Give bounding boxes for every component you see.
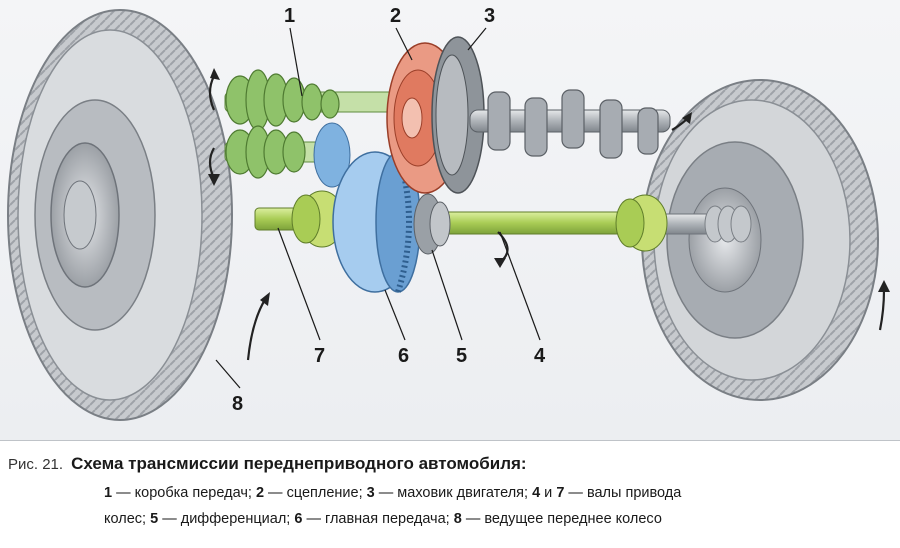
legend-key: 8 — [453, 511, 462, 527]
caption-title-line: Рис. 21. Схема трансмиссии переднеприводн… — [8, 454, 527, 474]
label-7: 7 — [314, 345, 325, 367]
legend-text: — дифференциал; — [158, 511, 295, 527]
legend-key: 2 — [255, 485, 265, 501]
legend-key: 4 — [532, 485, 541, 501]
legend-text: — коробка передач; — [112, 485, 256, 501]
label-5: 5 — [456, 345, 467, 367]
legend-key: 5 — [150, 511, 159, 527]
figure-number: Рис. 21. — [8, 456, 64, 473]
label-2: 2 — [390, 5, 401, 27]
label-6: 6 — [398, 345, 409, 367]
label-1: 1 — [284, 5, 295, 27]
legend-key: 6 — [294, 511, 303, 527]
left-wheel — [7, 9, 233, 421]
legend-text: колес; — [104, 511, 151, 527]
figure-caption: Рис. 21. Схема трансмиссии переднеприводн… — [0, 440, 900, 548]
caption-legend-line-2: колес; 5 — дифференциал; 6 — главная пер… — [104, 511, 662, 527]
diagram-svg: 1 2 3 4 5 6 7 8 — [7, 5, 890, 421]
transmission-diagram: 1 2 3 4 5 6 7 8 — [0, 0, 900, 440]
label-8: 8 — [232, 393, 243, 415]
legend-key: 7 — [556, 485, 565, 501]
legend-text: — сцепление; — [264, 485, 367, 501]
right-wheel — [641, 79, 879, 401]
label-4: 4 — [534, 345, 546, 367]
drive-shafts — [254, 190, 752, 252]
caption-legend-line-1: 1 — коробка передач; 2 — сцепление; 3 — … — [104, 485, 681, 501]
crankshaft — [469, 89, 671, 159]
label-3: 3 — [484, 5, 495, 27]
legend-text: — маховик двигателя; — [374, 485, 533, 501]
legend-key: 1 — [104, 485, 113, 501]
legend-text: — ведущее переднее колесо — [461, 511, 662, 527]
legend-text: — валы привода — [564, 485, 682, 501]
flywheel — [431, 36, 485, 194]
caption-title: Схема трансмиссии переднеприводного авто… — [71, 454, 527, 473]
legend-text: — главная передача; — [302, 511, 454, 527]
arrow-heads — [208, 68, 890, 306]
leader-lines — [215, 27, 541, 389]
legend-key: 3 — [366, 485, 375, 501]
differential — [413, 193, 451, 255]
legend-text: и — [540, 485, 557, 501]
